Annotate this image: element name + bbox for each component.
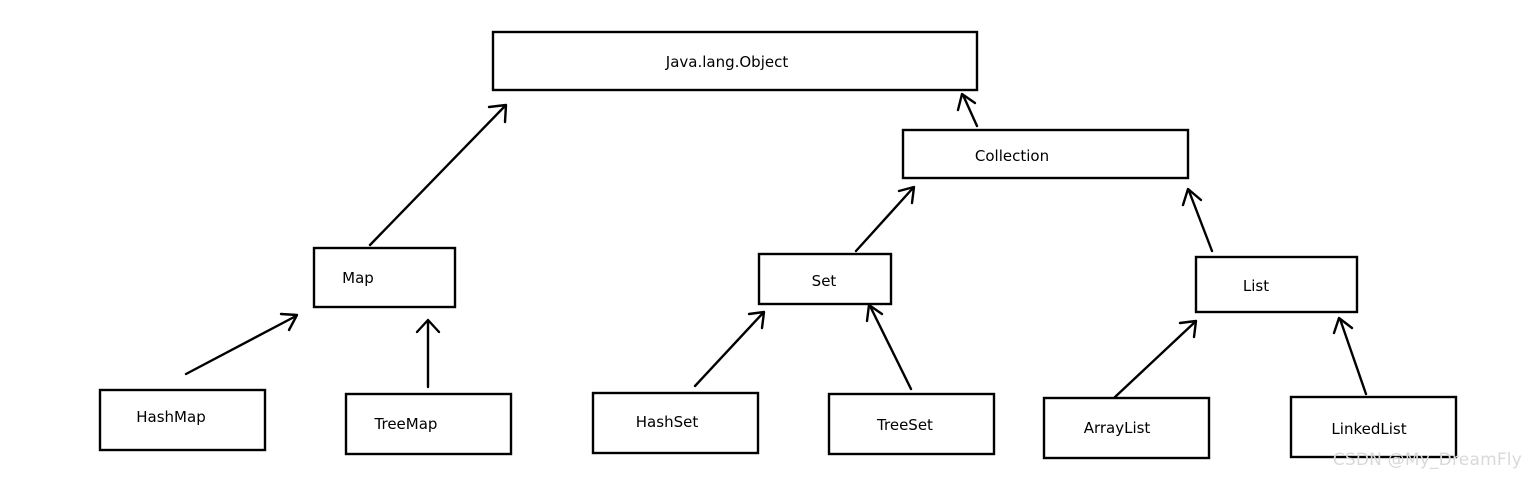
watermark-text: CSDN @My_DreamFly	[1332, 450, 1522, 470]
edge-collection-to-object	[956, 92, 979, 128]
edges	[184, 92, 1368, 399]
node-list: List	[1194, 255, 1359, 314]
node-label: LinkedList	[1331, 420, 1406, 438]
node-label: TreeMap	[374, 415, 438, 433]
node-label: List	[1243, 277, 1269, 295]
node-label: ArrayList	[1084, 419, 1151, 437]
node-label: TreeSet	[876, 416, 933, 434]
edge-list-to-collection	[1181, 187, 1214, 253]
node-label: Set	[812, 272, 837, 290]
edge-hashset-to-set	[693, 310, 766, 388]
edge-hashmap-to-map	[184, 312, 299, 376]
node-linkedlist: LinkedList	[1289, 395, 1458, 459]
node-hashmap: HashMap	[98, 388, 267, 452]
edge-treeset-to-set	[865, 303, 913, 391]
edge-treemap-to-map	[415, 318, 441, 389]
edge-arraylist-to-list	[1113, 319, 1198, 399]
edge-linkedlist-to-list	[1332, 316, 1368, 396]
node-label: Collection	[975, 147, 1049, 165]
node-arraylist: ArrayList	[1042, 396, 1211, 460]
edge-map-to-object	[368, 103, 508, 247]
node-java-lang-object: Java.lang.Object	[491, 30, 979, 92]
node-hashset: HashSet	[591, 391, 760, 455]
node-map: Map	[312, 246, 457, 309]
node-set: Set	[757, 252, 893, 306]
node-treemap: TreeMap	[344, 392, 513, 456]
node-label: HashMap	[136, 408, 205, 426]
node-treeset: TreeSet	[827, 392, 996, 456]
node-label: Java.lang.Object	[665, 53, 789, 71]
node-collection: Collection	[901, 128, 1190, 180]
edge-set-to-collection	[854, 185, 916, 253]
node-label: Map	[342, 269, 374, 287]
node-label: HashSet	[636, 413, 699, 431]
